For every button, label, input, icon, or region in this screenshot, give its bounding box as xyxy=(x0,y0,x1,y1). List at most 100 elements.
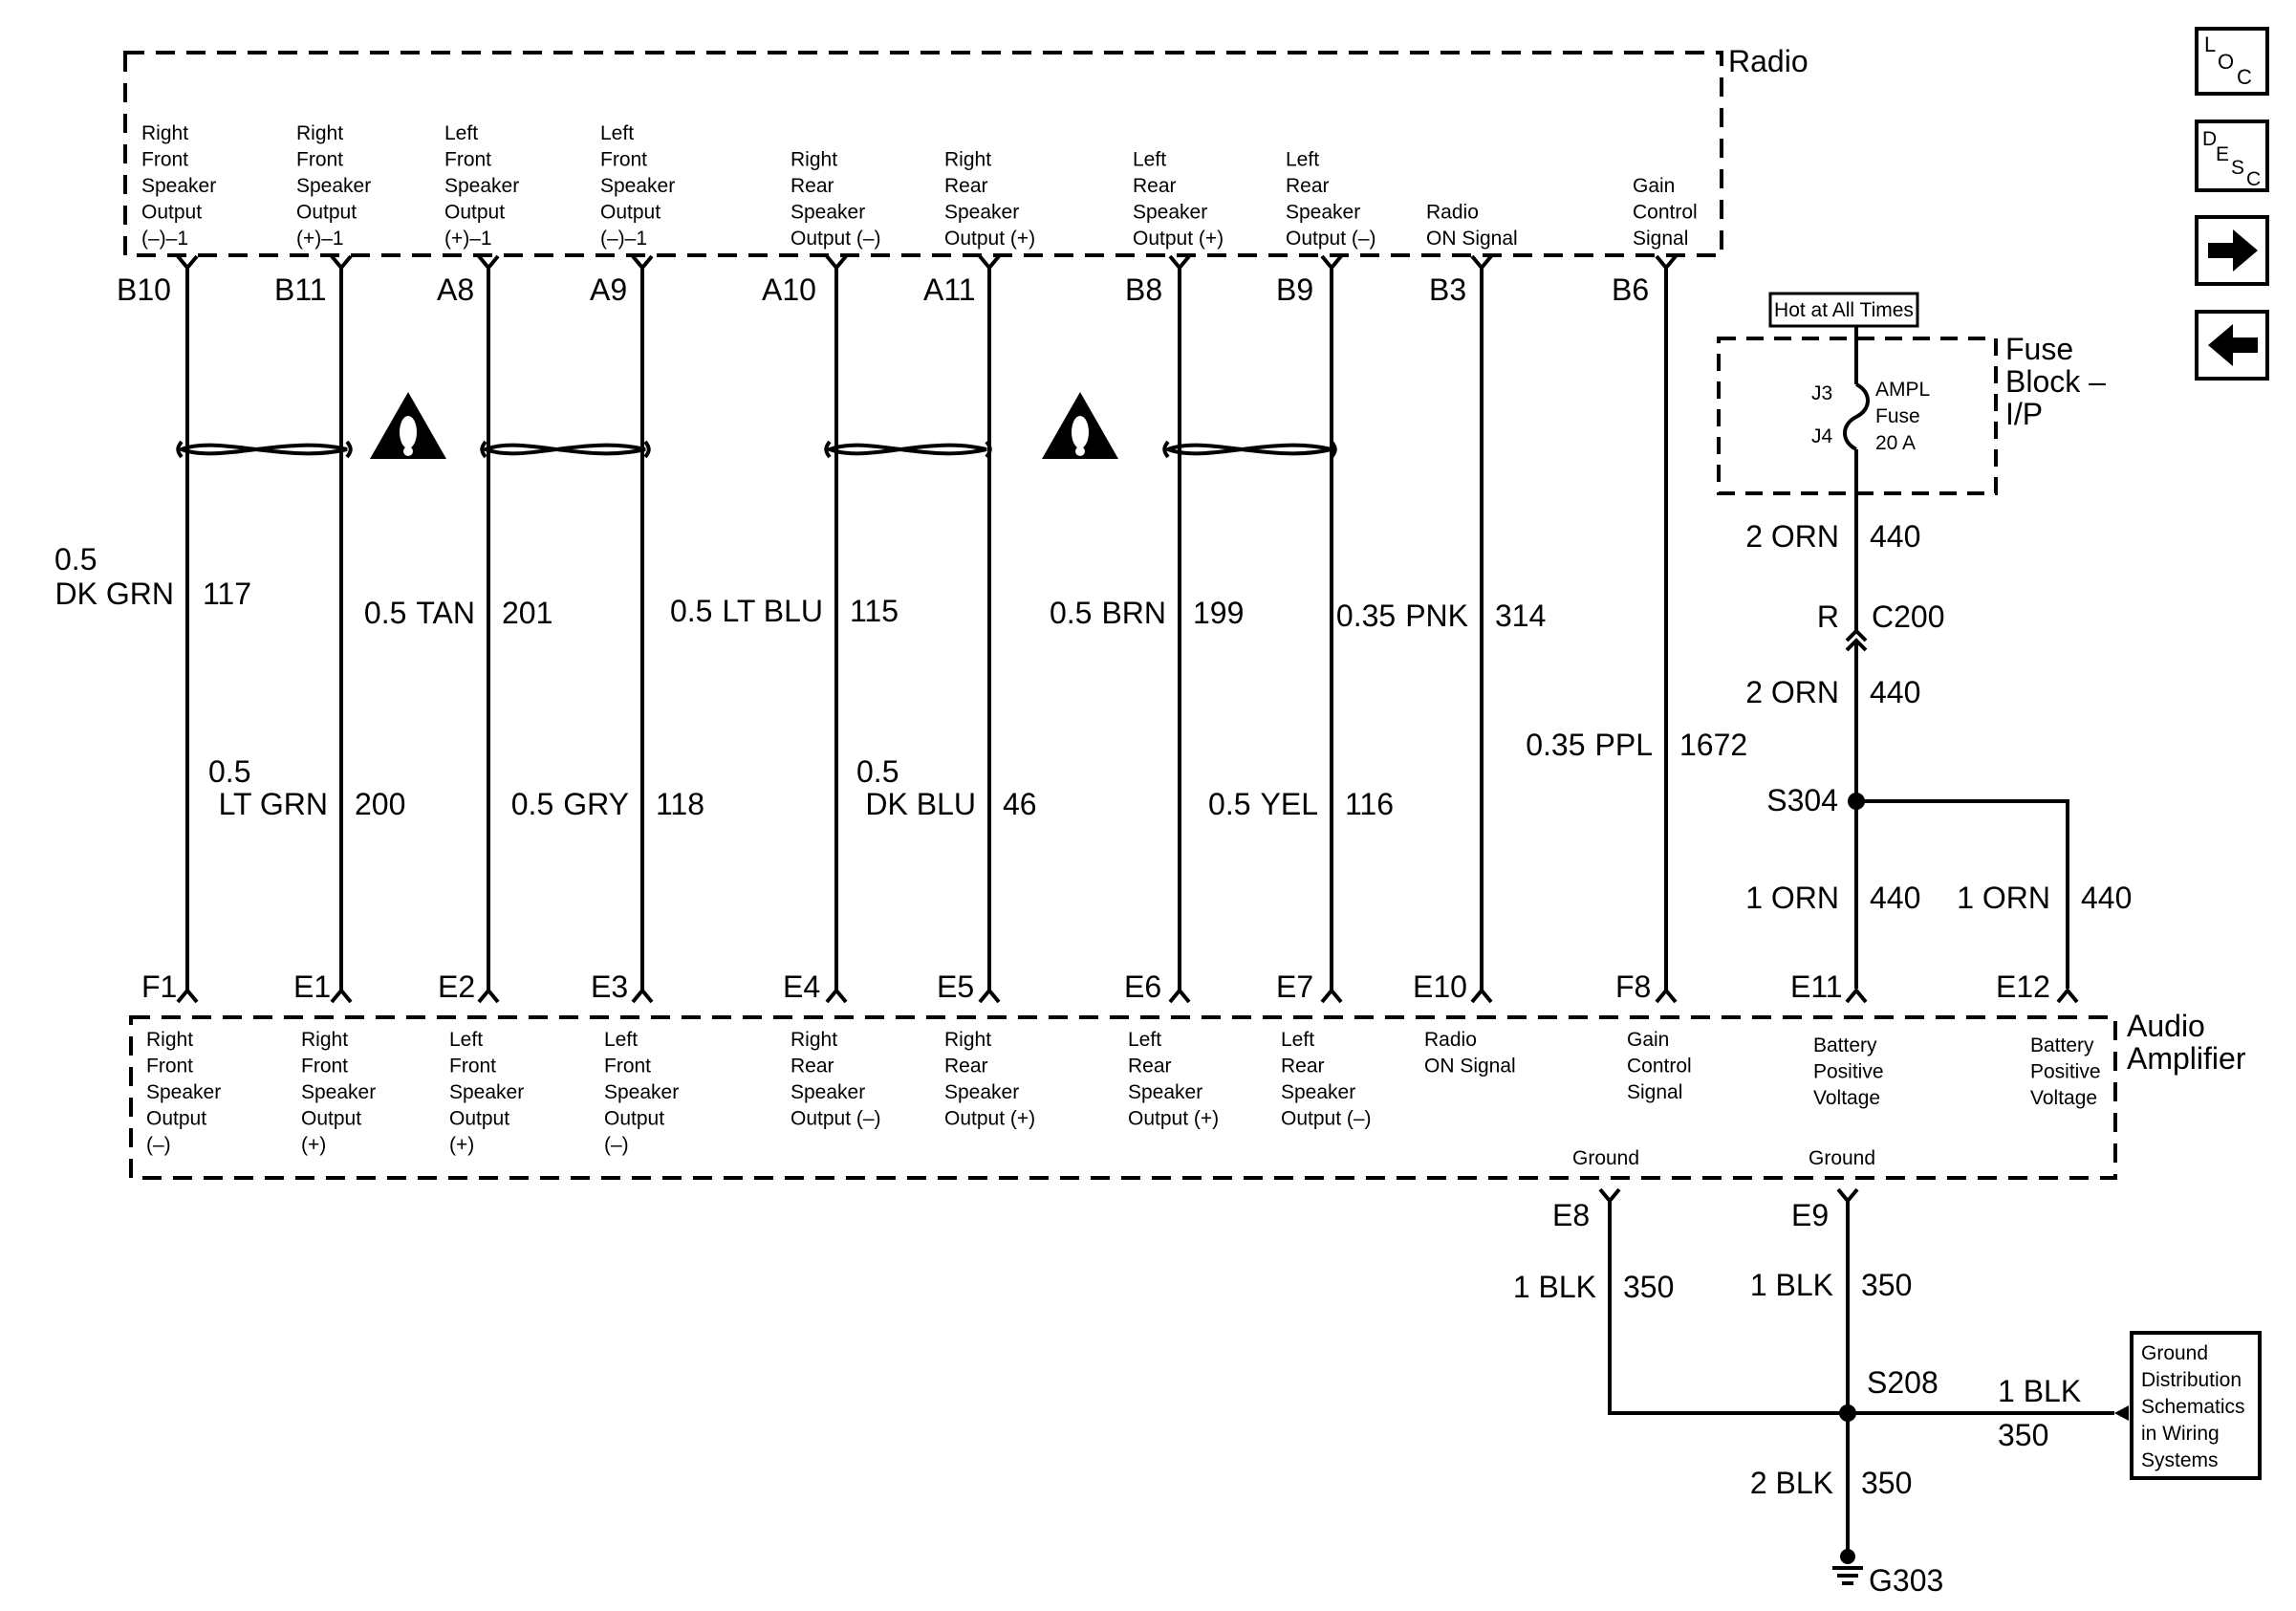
amplifier-terminal-label: Control xyxy=(1627,1056,1692,1078)
fuse-pin-j3: J3 xyxy=(1811,382,1832,404)
wire-size-label: 0.5 xyxy=(1050,596,1092,630)
radio-terminal-label: Front xyxy=(600,149,647,171)
wire-color-label: BRN xyxy=(1101,596,1166,630)
wire-circuit-number: 200 xyxy=(355,787,405,821)
radio-terminal-label: Right xyxy=(296,122,343,144)
radio-terminal-arrow xyxy=(1168,254,1191,272)
reference-line-3: Schematics xyxy=(2141,1396,2245,1418)
amplifier-terminal-label: Output xyxy=(146,1108,206,1130)
radio-terminal-arrow xyxy=(978,254,1001,272)
loc-button[interactable]: L O C xyxy=(2195,27,2269,96)
wire-circuit-number: 314 xyxy=(1495,599,1546,633)
radio-pin: B6 xyxy=(1612,272,1649,307)
amplifier-terminal-label: Right xyxy=(944,1029,991,1051)
radio-terminal-label: Speaker xyxy=(944,202,1019,224)
radio-terminal-label: Control xyxy=(1633,202,1698,224)
fuse-block-title-line1: Fuse xyxy=(2005,332,2073,366)
power-circuit: 2 ORN 440 R C200 2 ORN 440 S304 1 ORN 44… xyxy=(1745,493,2132,1004)
radio-terminal-arrow xyxy=(1655,254,1678,272)
amplifier-terminal-label: Battery xyxy=(2030,1034,2094,1056)
amplifier-terminal-label: Output (+) xyxy=(944,1108,1035,1130)
amplifier-pin: E10 xyxy=(1413,969,1467,1004)
previous-page-button[interactable] xyxy=(2195,310,2269,381)
radio-terminal-label: Right xyxy=(791,149,837,171)
amplifier-terminal-label: Front xyxy=(604,1056,651,1078)
amplifier-terminal-label: Speaker xyxy=(449,1081,524,1103)
splice-s304-label: S304 xyxy=(1766,783,1838,817)
amplifier-terminal-label: Right xyxy=(301,1029,348,1051)
reference-arrow-icon xyxy=(2114,1405,2129,1421)
fuse-type: Fuse xyxy=(1875,405,1920,427)
fuse-symbol-icon xyxy=(1843,382,1870,451)
amplifier-terminal-arrow xyxy=(978,987,1001,1004)
arrow-left-icon xyxy=(2208,324,2258,366)
amplifier-terminal-arrow xyxy=(1655,987,1678,1004)
wire-350-ext-circuit: 350 xyxy=(1998,1418,2048,1452)
wire-size-label: 0.5 xyxy=(856,754,899,789)
amplifier-terminal-label: Output xyxy=(301,1108,361,1130)
amplifier-pin: E4 xyxy=(783,969,820,1004)
radio-terminal-label: Output (+) xyxy=(944,228,1035,250)
amplifier-terminal-label: Output (+) xyxy=(1128,1108,1219,1130)
amplifier-terminal-label: (+) xyxy=(449,1134,474,1156)
wire-440-mid-label: 2 ORN xyxy=(1745,675,1839,709)
wire-circuit-number: 117 xyxy=(203,577,251,611)
fuse-name: AMPL xyxy=(1875,379,1930,401)
radio-terminal-label: Right xyxy=(944,149,991,171)
radio-terminal-label: (–)–1 xyxy=(600,228,647,250)
radio-terminal-label: Rear xyxy=(1286,175,1330,197)
amplifier-pin: E6 xyxy=(1124,969,1161,1004)
fuse-pin-j4: J4 xyxy=(1811,425,1833,447)
amplifier-terminal-label: (+) xyxy=(301,1134,326,1156)
amplifier-terminal-label: Speaker xyxy=(791,1081,865,1103)
caution-icon xyxy=(1042,392,1118,459)
amplifier-terminal-label: Gain xyxy=(1627,1029,1669,1051)
radio-terminal-label: Output xyxy=(296,202,357,224)
wire-circuit-number: 115 xyxy=(850,594,899,628)
radio-pin: A8 xyxy=(437,272,474,307)
splice-s304-dot xyxy=(1848,793,1865,810)
desc-letter-c: C xyxy=(2246,168,2261,190)
desc-button[interactable]: D E S C xyxy=(2195,120,2269,192)
radio-terminal-label: Left xyxy=(1286,149,1319,171)
amplifier-pin: E11 xyxy=(1790,969,1843,1004)
ground-distribution-reference[interactable]: Ground Distribution Schematics in Wiring… xyxy=(2130,1331,2262,1480)
wire-size-label: 0.5 xyxy=(511,787,553,821)
amplifier-terminal-label: Radio xyxy=(1424,1029,1477,1051)
radio-terminal-label: Left xyxy=(600,122,634,144)
radio-terminal-label: Speaker xyxy=(1286,202,1360,224)
amplifier-terminals: RightFrontSpeakerOutput(–)RightFrontSpea… xyxy=(146,1029,2101,1156)
hot-at-all-times-label: Hot at All Times xyxy=(1774,299,1914,321)
radio-terminal-label: Gain xyxy=(1633,175,1675,197)
amplifier-terminal-label: Output xyxy=(604,1108,664,1130)
amplifier-terminal-arrow xyxy=(1470,987,1493,1004)
wire-440-top-label: 2 ORN xyxy=(1745,519,1839,554)
amplifier-terminal-arrow xyxy=(330,987,353,1004)
wire-350-down-label: 2 BLK xyxy=(1750,1466,1833,1500)
amplifier-terminal-label: Left xyxy=(604,1029,638,1051)
wire-color-label: PPL xyxy=(1595,728,1653,762)
connector-c200-name: C200 xyxy=(1872,599,1945,634)
next-page-button[interactable] xyxy=(2195,215,2269,286)
wire-circuit-number: 199 xyxy=(1193,596,1244,630)
wire-circuit-number: 201 xyxy=(502,596,552,630)
wire-color-label: DK BLU xyxy=(865,787,976,821)
radio-terminal-label: Output xyxy=(600,202,661,224)
amplifier-terminal-label: Front xyxy=(449,1056,496,1078)
radio-terminals: RightFrontSpeakerOutput(–)–1RightFrontSp… xyxy=(141,122,1698,250)
radio-terminal-arrow xyxy=(1320,254,1343,272)
radio-terminal-label: Output (–) xyxy=(791,228,881,250)
amplifier-terminal-arrow xyxy=(1168,987,1191,1004)
radio-pin: B8 xyxy=(1125,272,1162,307)
amplifier-pin: E1 xyxy=(293,969,331,1004)
amplifier-pin: E12 xyxy=(1996,969,2050,1004)
amplifier-terminal-label: Battery xyxy=(1813,1034,1877,1056)
amplifier-pin: E5 xyxy=(937,969,974,1004)
amplifier-terminal-label: Right xyxy=(146,1029,193,1051)
